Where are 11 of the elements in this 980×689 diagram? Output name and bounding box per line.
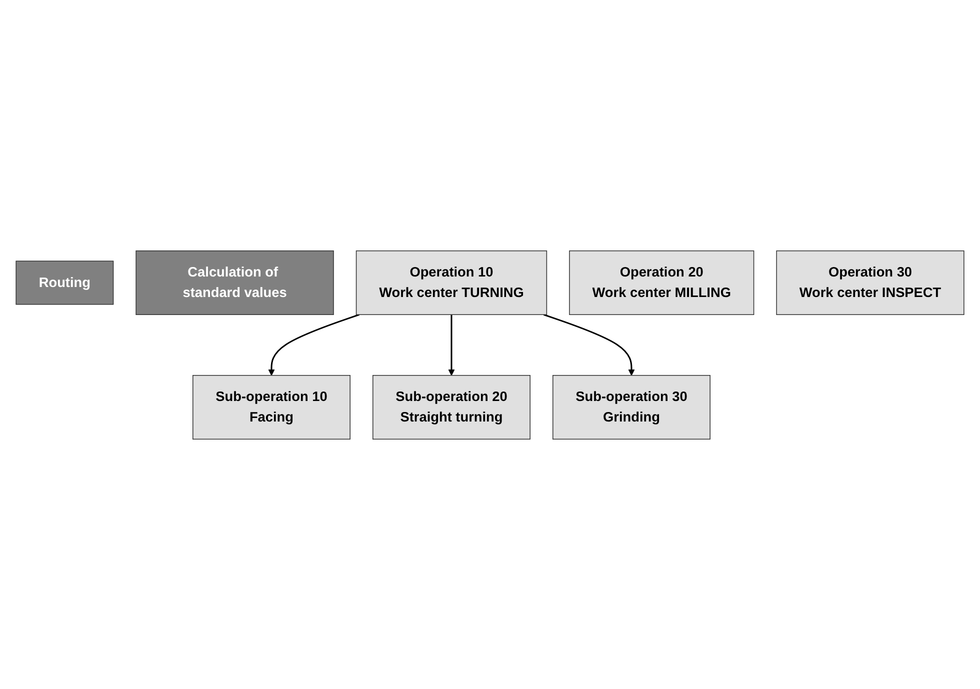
node-box: Calculation of standard values [136, 250, 334, 314]
node-box: Sub-operation 30 Grinding [552, 374, 710, 440]
node-box: Sub-operation 20 Straight turning [372, 374, 530, 440]
node-box: Operation 30 Work center INSPECT [776, 250, 964, 314]
node-box: Routing [16, 260, 114, 304]
arrow [448, 314, 455, 376]
node-box: Operation 20 Work center MILLING [569, 250, 754, 314]
node-box: Sub-operation 10 Facing [192, 374, 350, 440]
node-box: Operation 10 Work center TURNING [356, 250, 548, 314]
arrow [543, 313, 635, 376]
arrow [268, 313, 360, 376]
